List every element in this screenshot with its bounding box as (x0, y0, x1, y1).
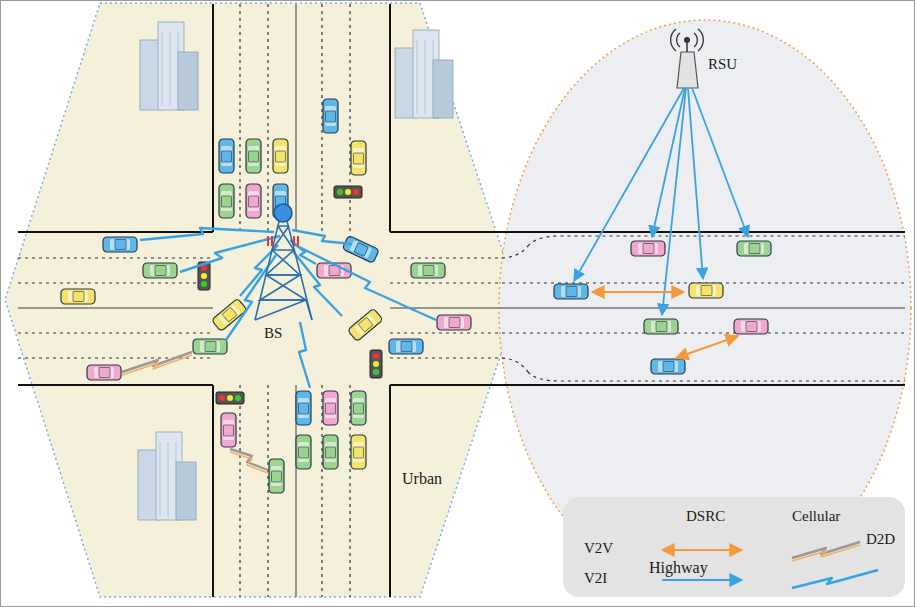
v2i-dsrc-sample (662, 579, 742, 581)
station-label: RSU (706, 56, 739, 73)
legend-note: D2D (864, 531, 897, 548)
cellular-d2d-links (122, 352, 268, 473)
legend-column-heading: Cellular (790, 508, 842, 525)
v2v-dsrc-sample (662, 549, 742, 551)
v2i-cellular-sample (792, 570, 878, 588)
legend-row-label: V2V (582, 540, 615, 557)
cellular-v2i-links (140, 228, 436, 388)
region-name: Urban (400, 470, 444, 488)
traffic-lights (198, 186, 382, 404)
base-station-tower (255, 204, 312, 320)
legend-column-heading: DSRC (684, 508, 727, 525)
dsrc-v2v-arrows (592, 292, 738, 358)
v2v-cellular-sample (792, 542, 860, 561)
legend-row-label: V2I (582, 570, 609, 587)
road-side-unit (671, 29, 704, 88)
roads (18, 4, 905, 597)
region-name: Highway (647, 559, 710, 577)
legend-panel (563, 497, 905, 597)
region-outline (5, 3, 519, 597)
station-label: BS (262, 325, 284, 342)
dsrc-v2i-arrows (574, 88, 748, 315)
